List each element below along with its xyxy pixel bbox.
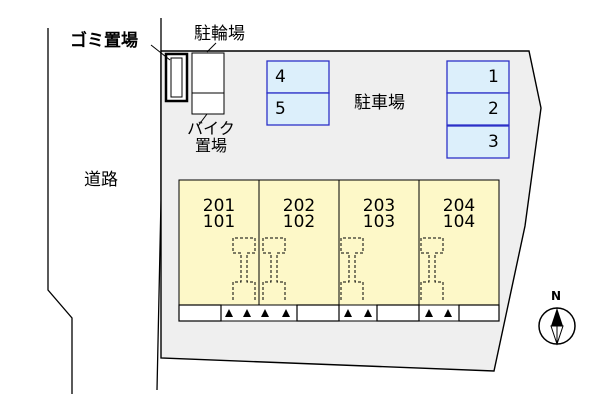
apartment-unit: [178, 179, 260, 306]
bicycle-parking: [191, 52, 225, 94]
entrance-arrow: [444, 309, 452, 317]
unit-label-upper: 201: [202, 196, 236, 216]
unit-label-upper: 204: [442, 196, 476, 216]
compass-north-label: N: [551, 289, 562, 303]
road-edge-left: [47, 28, 73, 394]
entrance-arrow: [425, 309, 433, 317]
parking-space: [446, 92, 510, 126]
unit-label-lower: 102: [282, 212, 316, 232]
motorbike-parking: [191, 92, 225, 115]
entrance-arrow: [225, 309, 233, 317]
apartment-unit: [338, 179, 420, 306]
bicycle-label-leader: [206, 42, 217, 53]
parking-space-number: 4: [275, 67, 286, 87]
entrance-arrow: [243, 309, 251, 317]
front-step: [376, 304, 420, 322]
parking-space-number: 3: [488, 132, 499, 152]
road-label: 道路: [84, 170, 118, 190]
garbage-station: [164, 52, 189, 103]
parking-space: [446, 125, 510, 159]
parking-space: [446, 60, 510, 94]
garbage-station-label: ゴミ置場: [70, 31, 138, 51]
garbage-label-leader: [150, 44, 171, 61]
apartment-unit: [418, 179, 500, 306]
front-step: [296, 304, 340, 322]
front-step: [458, 304, 500, 322]
garbage-station-inner: [170, 57, 183, 98]
apartment-unit: [258, 179, 340, 306]
parking-space-number: 5: [275, 99, 286, 119]
parking-space-number: 1: [488, 67, 499, 87]
bicycle-parking-label: 駐輪場: [194, 24, 245, 44]
unit-label-lower: 103: [362, 212, 396, 232]
unit-label-upper: 203: [362, 196, 396, 216]
apartment-building: [178, 179, 500, 322]
parking-space: [266, 92, 330, 126]
entrance-arrow: [282, 309, 290, 317]
parking-space: [266, 60, 330, 94]
parking-space-number: 2: [488, 99, 499, 119]
unit-label-lower: 101: [202, 212, 236, 232]
north-compass: [538, 307, 576, 346]
motorbike-label-leader: [197, 113, 208, 127]
parking-area: [266, 60, 510, 159]
entrance-arrow: [261, 309, 269, 317]
entrance-arrow: [344, 309, 352, 317]
motorbike-parking-label: バイク 置場: [187, 119, 235, 155]
unit-label-lower: 104: [442, 212, 476, 232]
parking-label: 駐車場: [354, 93, 405, 113]
unit-label-upper: 202: [282, 196, 316, 216]
front-step: [178, 304, 222, 322]
entrance-arrow: [364, 309, 372, 317]
